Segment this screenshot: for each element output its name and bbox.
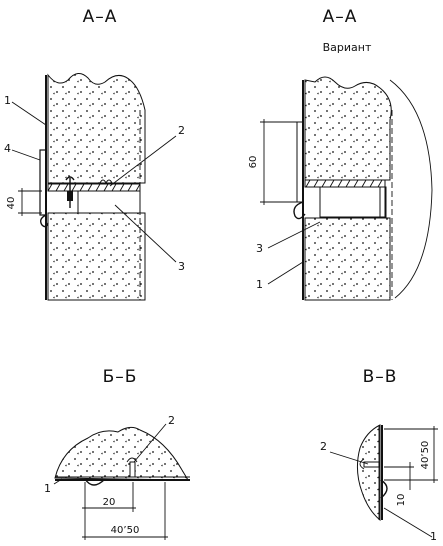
joint-hatching-right: [305, 179, 383, 188]
section-bb: Б–Б 20 40’50 1 2: [44, 367, 190, 540]
leader-3: [114, 204, 177, 263]
section-aa-right-title: A–A: [323, 7, 358, 27]
overlap-strip: [39, 149, 47, 216]
dim-60-label: 60: [248, 156, 259, 169]
dim-20-label: 20: [103, 497, 116, 508]
label-2-vv: 2: [320, 440, 327, 453]
label-1: 1: [4, 94, 11, 107]
leader-2: [109, 135, 177, 187]
outer-curve: [389, 79, 433, 299]
bulge-vv: [380, 479, 388, 499]
insulation-lower-block-right: [304, 217, 391, 301]
rivet-head-bb: [126, 457, 138, 463]
label-3: 3: [178, 260, 185, 273]
leader-2-vv: [329, 451, 369, 465]
leader-1-bb: [53, 478, 63, 485]
section-aa-left: A–A 40 1 4 2 3: [4, 7, 185, 301]
insulation-lower-block: [47, 212, 146, 301]
section-bb-title: Б–Б: [103, 367, 138, 387]
dim-vv-10-label: 10: [396, 494, 407, 507]
box-section: [77, 190, 141, 214]
label-2-bb: 2: [168, 414, 175, 427]
bulge: [39, 214, 49, 228]
leader-2-bb: [133, 423, 167, 463]
bulge-right: [293, 201, 306, 220]
rivet-vv: [363, 461, 380, 468]
insulation-mound-bb: [54, 426, 189, 481]
rivet-head-vv: [359, 458, 365, 470]
bulge-bb: [84, 478, 106, 486]
rivet-head: [67, 191, 73, 201]
label-2: 2: [178, 124, 185, 137]
box-section-right: [319, 186, 386, 218]
insulation-upper-block-right: [304, 76, 392, 181]
leader-3-right: [267, 221, 321, 249]
section-vv-title: В–В: [363, 367, 398, 387]
leader-4: [11, 149, 41, 161]
box-end-right: [379, 186, 387, 218]
insulation-mound-vv: [356, 424, 381, 522]
label-1-right: 1: [256, 278, 263, 291]
variant-label: Вариант: [323, 41, 372, 54]
leader-1-right: [267, 261, 304, 285]
clip-arcs: [99, 179, 113, 185]
insulation-upper-block: [47, 73, 146, 184]
dim-vv-4050-label: 40’50: [420, 441, 431, 470]
section-aa-left-title: A–A: [83, 7, 118, 27]
dim-4050-label: 40’50: [111, 525, 140, 536]
leader-1-vv: [383, 507, 433, 538]
dim-40-label: 40: [6, 197, 17, 210]
label-3-right: 3: [256, 242, 263, 255]
joint-band: [47, 183, 141, 192]
leader-1: [11, 101, 47, 126]
joint-hatching: [47, 183, 141, 192]
section-vv: В–В 40’50 10 2 1: [320, 367, 438, 543]
label-1-bb: 1: [44, 482, 51, 495]
overlap-strip-right: [296, 121, 304, 203]
label-4: 4: [4, 142, 11, 155]
rivet-bb: [129, 461, 136, 478]
section-aa-right: A–A Вариант 60 3 1: [248, 7, 433, 301]
label-1-vv: 1: [430, 530, 437, 543]
